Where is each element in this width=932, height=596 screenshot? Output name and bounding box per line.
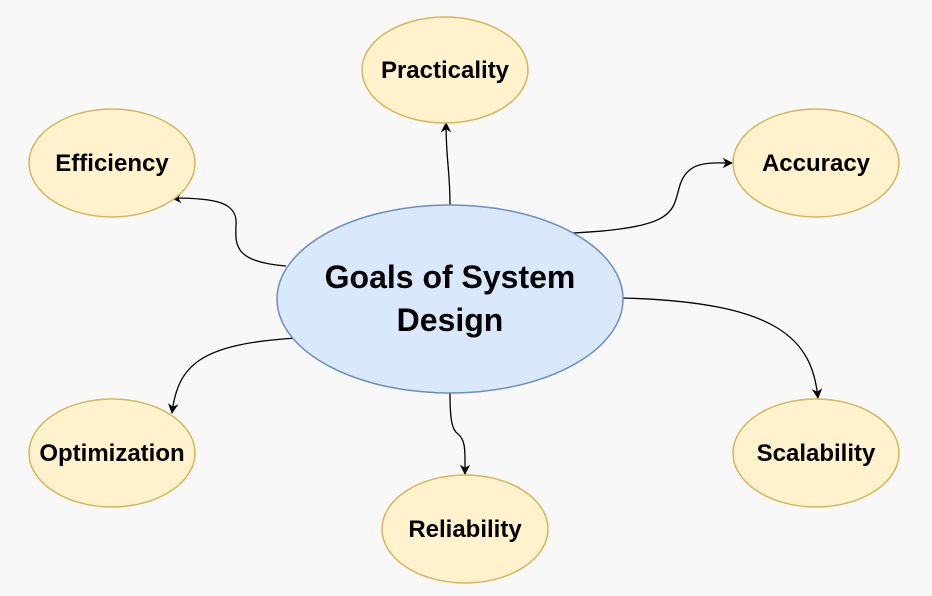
goal-node-efficiency-label: Efficiency <box>55 150 169 177</box>
goal-node-efficiency: Efficiency <box>28 108 196 218</box>
center-node-label-line1: Goals of System <box>325 259 576 295</box>
goal-node-optimization-shape <box>28 398 196 508</box>
goal-node-practicality: Practicality <box>361 16 529 124</box>
connector-to-accuracy <box>572 157 734 234</box>
goal-node-optimization: Optimization <box>28 398 196 508</box>
goal-node-reliability: Reliability <box>381 474 549 584</box>
center-node: Goals of System Design <box>276 204 624 394</box>
goal-node-scalability: Scalability <box>732 398 900 508</box>
goal-node-efficiency-shape <box>28 108 196 218</box>
connector-to-optimization <box>168 337 297 415</box>
center-node-shape <box>276 204 624 394</box>
goal-node-reliability-label: Reliability <box>408 516 522 543</box>
connector-to-reliability <box>449 392 471 476</box>
center-node-label-line2: Design <box>397 302 504 338</box>
connector-to-scalability <box>621 297 823 400</box>
goal-node-accuracy-shape <box>732 108 900 218</box>
goal-node-scalability-shape <box>732 398 900 508</box>
goal-node-practicality-label: Practicality <box>381 57 510 84</box>
goal-node-scalability-label: Scalability <box>757 440 876 467</box>
connector-to-efficiency <box>170 192 287 267</box>
goal-node-optimization-label: Optimization <box>39 440 184 467</box>
goal-node-reliability-shape <box>381 474 549 584</box>
goal-node-accuracy: Accuracy <box>732 108 900 218</box>
connector-to-practicality <box>440 121 452 206</box>
goal-node-practicality-shape <box>361 16 529 124</box>
goal-node-accuracy-label: Accuracy <box>762 150 871 177</box>
